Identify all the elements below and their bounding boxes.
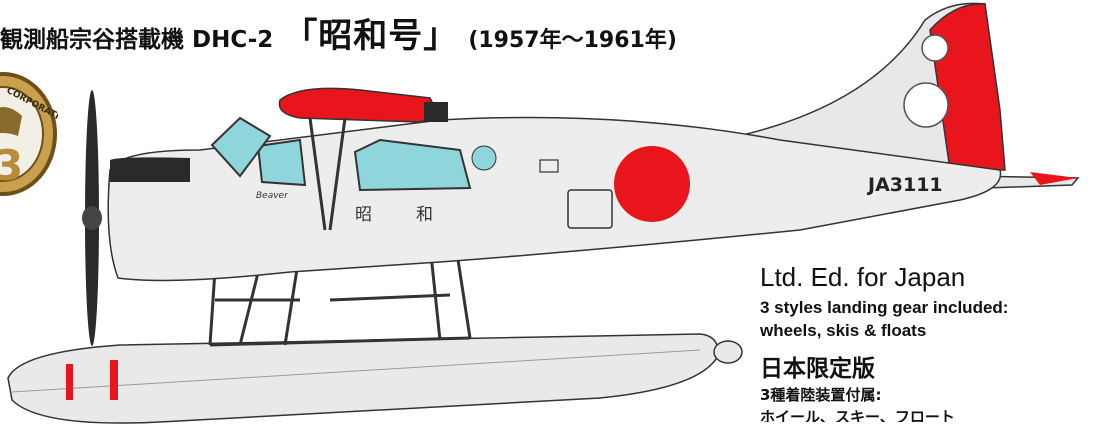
float-stripe: [66, 364, 73, 400]
title-years: (1957年〜1961年): [468, 28, 677, 53]
float: [7, 333, 743, 424]
registration: JA3111: [866, 174, 943, 196]
title-prefix: 観測船宗谷搭載機 DHC-2: [0, 27, 274, 53]
tail-fin-red: [929, 3, 1006, 171]
en-line: 3 styles landing gear included:: [760, 298, 1009, 317]
wing: [278, 87, 448, 231]
tail: [718, 2, 1080, 191]
windshield: [210, 116, 272, 178]
cockpit-window: [256, 138, 307, 187]
en-line: wheels, skis & floats: [760, 321, 927, 340]
title-name: 「昭和号」: [283, 16, 459, 56]
propeller: [82, 90, 102, 346]
product-title: 観測船宗谷搭載機 DHC-2 「昭和号」 (1957年〜1961年): [0, 8, 677, 57]
logo-numeral: 3: [0, 141, 23, 190]
tail-emblem: [903, 82, 949, 128]
fuselage: JA3111 昭 和 Beaver: [107, 116, 1002, 282]
manufacturer-logo: 3 CORPORATION: [0, 72, 58, 196]
cabin-window: [353, 138, 472, 192]
ja-heading: 日本限定版: [760, 356, 875, 382]
float-stripe: [110, 360, 118, 400]
ja-line: ホイール、スキー、フロート: [760, 408, 955, 422]
hull-char: 和: [416, 205, 433, 225]
hull-char: 昭: [355, 205, 372, 225]
en-heading: Ltd. Ed. for Japan: [760, 262, 966, 292]
tail-emblem: [921, 34, 949, 62]
hinomaru: [614, 146, 690, 222]
cowl-script: Beaver: [256, 191, 289, 201]
ja-line: 3種着陸装置付属:: [760, 386, 882, 404]
product-info: Ltd. Ed. for Japan 3 styles landing gear…: [760, 262, 1008, 422]
